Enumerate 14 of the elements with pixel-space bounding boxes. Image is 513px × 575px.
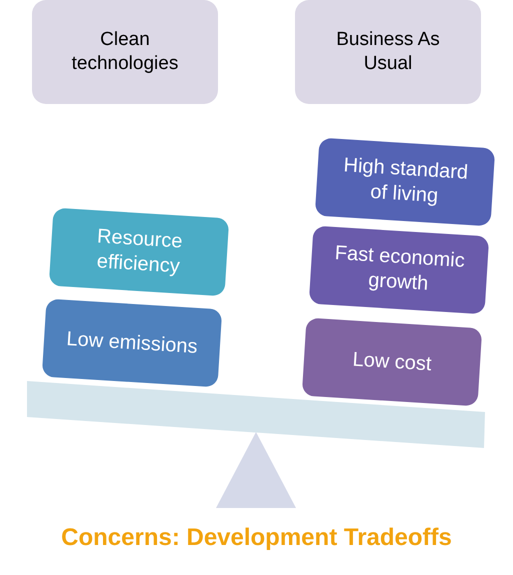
weight-block <box>314 138 496 226</box>
caption-text: Concerns: Development Tradeoffs <box>61 524 452 551</box>
option-card <box>32 0 218 104</box>
option-card <box>295 0 481 104</box>
block-label: Low emissions <box>66 326 198 360</box>
block-label: Resource efficiency <box>95 224 184 280</box>
weight-block <box>42 298 222 388</box>
block-label: Fast economic growth <box>333 241 466 297</box>
weight-block <box>308 226 490 314</box>
weight-block <box>302 318 482 406</box>
card-title: Clean technologies <box>70 28 180 76</box>
block-label: High standard of living <box>342 153 470 210</box>
block-label: Low cost <box>352 347 432 377</box>
card-title: Business As Usual <box>335 28 441 76</box>
